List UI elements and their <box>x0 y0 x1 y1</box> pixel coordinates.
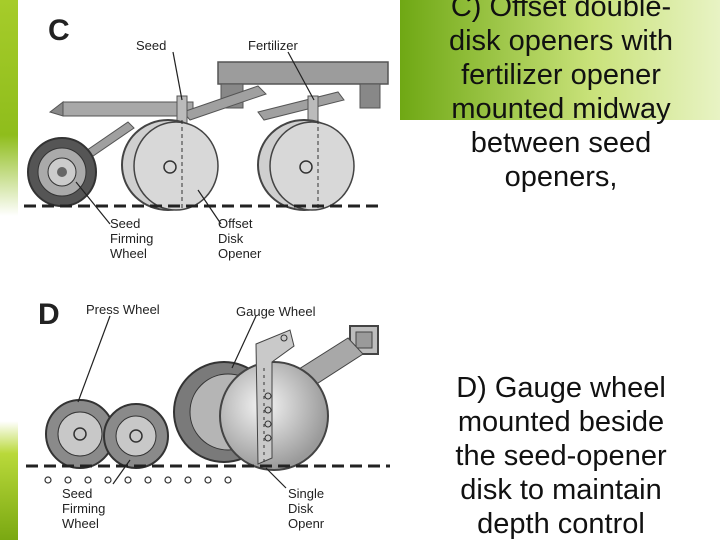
single-disk-opener-label: Single Disk Openr <box>288 486 325 531</box>
offset-disk-opener-label: Offset Disk Opener <box>218 216 262 261</box>
frame-bracket <box>359 83 381 109</box>
seed-dots <box>44 476 232 484</box>
seed-label: Seed <box>136 38 167 53</box>
caption-d: D) Gauge wheel mounted beside the seed-o… <box>455 372 667 540</box>
panel-letter-d: D <box>38 298 60 331</box>
fertilizer-frame <box>217 61 389 85</box>
main-beam <box>62 101 194 117</box>
top-right-green-decoration <box>400 0 720 120</box>
caption-c: C) Offset double- disk openers with fert… <box>448 0 674 193</box>
planter-c-drawing <box>24 51 389 225</box>
seed-tube <box>255 329 295 465</box>
single-disk-opener <box>219 361 329 471</box>
diagram-panel-c: C Seed Fertilizer Seed Firming Wheel Off… <box>18 0 400 270</box>
press-wheel-label: Press Wheel <box>86 302 160 317</box>
diagram-panel-d: D Press Wheel Gauge Wheel Seed Firming W… <box>18 288 400 540</box>
panel-letter-c: C <box>48 14 70 47</box>
seed-firming-wheel-label: Seed Firming Wheel <box>62 486 106 531</box>
seed-firming-wheel-label: Seed Firming Wheel <box>110 216 154 261</box>
planter-d-drawing <box>26 315 390 489</box>
fertilizer-label: Fertilizer <box>248 38 298 53</box>
gauge-wheel-label: Gauge Wheel <box>236 304 316 319</box>
